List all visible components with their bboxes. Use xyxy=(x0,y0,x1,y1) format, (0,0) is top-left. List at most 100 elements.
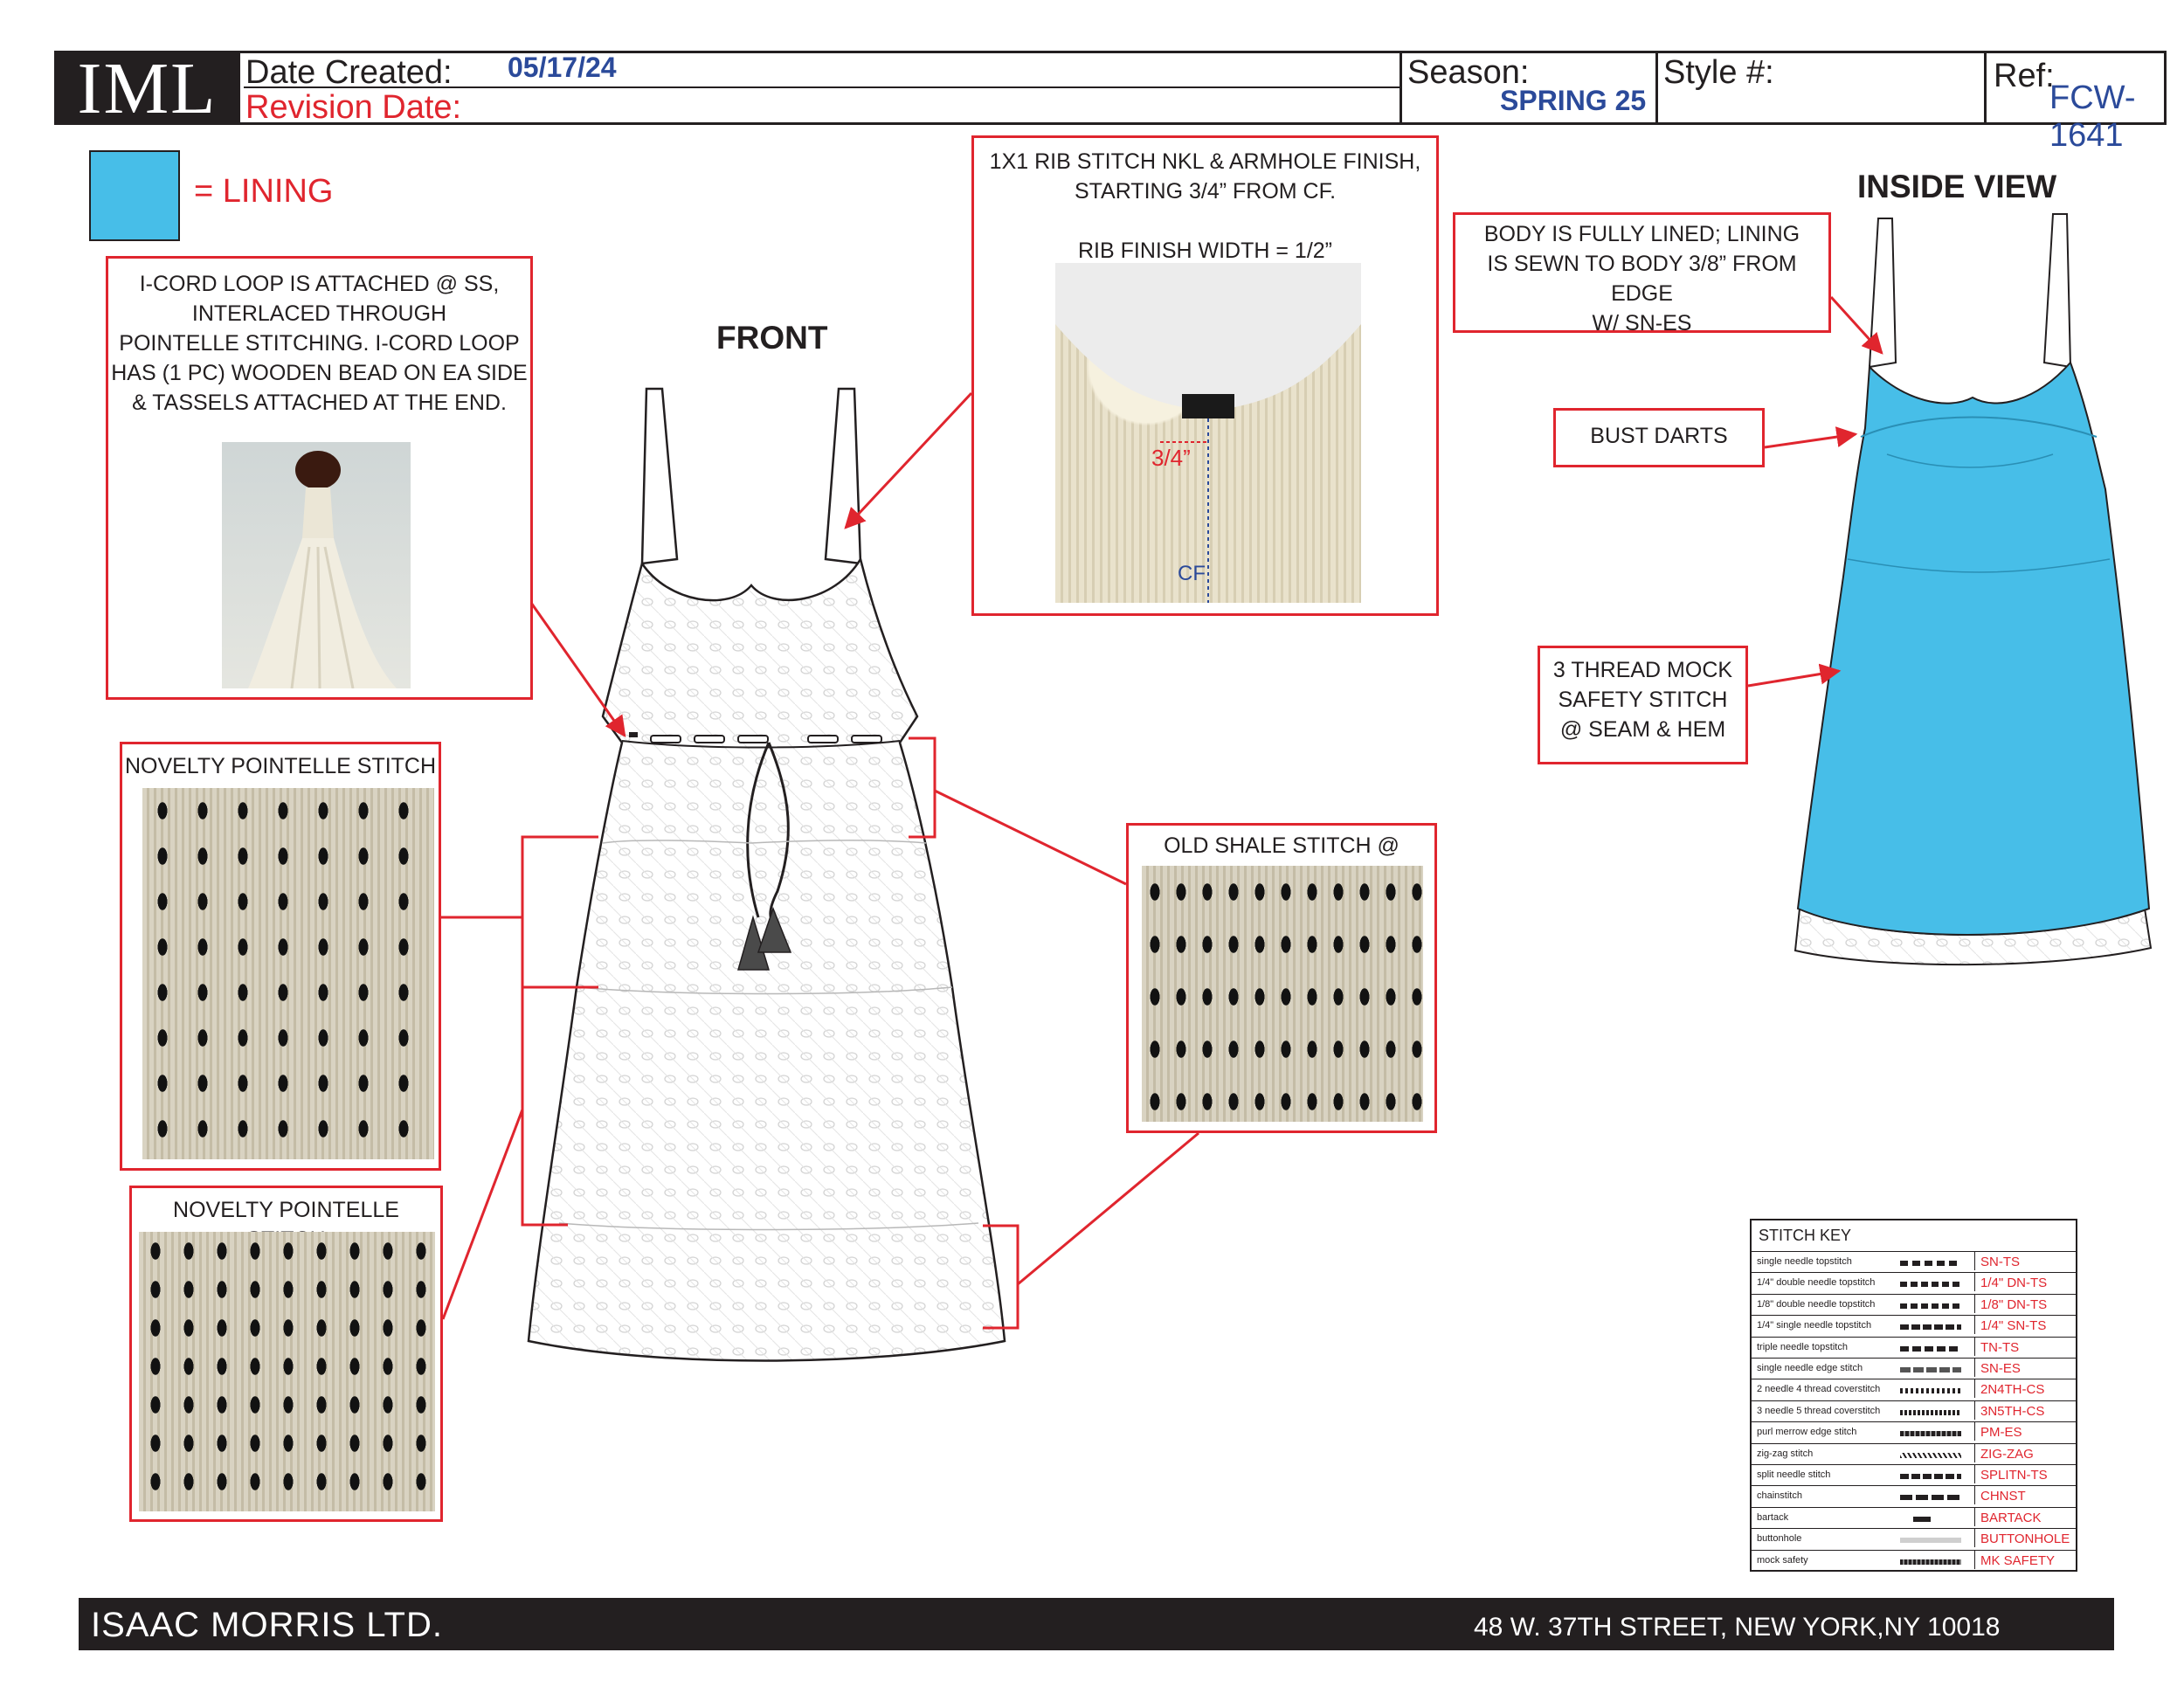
stitch-key-row: purl merrow edge stitch PM-ES xyxy=(1752,1421,2076,1443)
stitch-key-code: MK SAFETY xyxy=(1974,1550,2055,1569)
stitch-key-row: triple needle topstitch TN-TS xyxy=(1752,1336,2076,1359)
stitch-key-row: bartack BARTACK xyxy=(1752,1506,2076,1529)
stitch-key-code: CHNST xyxy=(1974,1486,2026,1505)
stitch-key-row: zig-zag stitch ZIG-ZAG xyxy=(1752,1442,2076,1465)
icord-callout: I-CORD LOOP IS ATTACHED @ SS, INTERLACED… xyxy=(106,256,533,700)
stitch-symbol-icon xyxy=(1900,1388,1961,1394)
stitch-key-code: 2N4TH-CS xyxy=(1974,1379,2044,1399)
stitch-key-row: single needle topstitch SN-TS xyxy=(1752,1251,2076,1273)
ref-cell: Ref: FCW-1641 xyxy=(1984,53,2164,154)
revision-date-label: Revision Date: xyxy=(245,89,462,126)
pointelle-1-text: NOVELTY POINTELLE STITCH xyxy=(124,754,437,778)
stitch-key-code: BUTTONHOLE xyxy=(1974,1529,2070,1548)
icord-text: I-CORD LOOP IS ATTACHED @ SS, INTERLACED… xyxy=(111,272,528,415)
stitch-key-code: TN-TS xyxy=(1974,1337,2019,1356)
stitch-key-code: 1/8" DN-TS xyxy=(1974,1294,2047,1313)
front-dress-sketch xyxy=(527,387,1006,1362)
stitch-key-row: 2 needle 4 thread coverstitch 2N4TH-CS xyxy=(1752,1379,2076,1400)
stitch-symbol-icon xyxy=(1900,1559,1961,1565)
stitch-key-table: STITCH KEY single needle topstitch SN-TS 1… xyxy=(1750,1219,2077,1572)
stitch-key-code: SPLITN-TS xyxy=(1974,1465,2048,1483)
stitch-symbol-icon xyxy=(1900,1431,1961,1437)
stitch-symbol-icon xyxy=(1913,1516,1931,1522)
stitch-symbol-icon xyxy=(1900,1409,1961,1415)
stitch-key-name: zig-zag stitch xyxy=(1757,1448,1814,1459)
stitch-key-code: SN-ES xyxy=(1974,1359,2021,1377)
stitch-key-name: 3 needle 5 thread coverstitch xyxy=(1757,1405,1881,1416)
stitch-key-name: purl merrow edge stitch xyxy=(1757,1427,1857,1438)
shale-photo xyxy=(1142,866,1423,1122)
date-created-label: Date Created: xyxy=(245,54,453,91)
stitch-key-row: 1/4" single needle topstitch 1/4" SN-TS xyxy=(1752,1315,2076,1337)
stitch-key-row: buttonhole BUTTONHOLE xyxy=(1752,1528,2076,1550)
stitch-key-code: 1/4" DN-TS xyxy=(1974,1273,2047,1292)
stitch-symbol-icon xyxy=(1900,1452,1961,1458)
season-value: SPRING 25 xyxy=(1500,85,1647,116)
stitch-key-row: 3 needle 5 thread coverstitch 3N5TH-CS xyxy=(1752,1400,2076,1422)
style-cell: Style #: xyxy=(1655,53,1984,122)
stitch-symbol-icon xyxy=(1900,1303,1961,1309)
iml-logo: IML xyxy=(57,52,238,126)
stitch-key-name: split needle stitch xyxy=(1757,1469,1831,1480)
stitch-key-row: chainstitch CHNST xyxy=(1752,1485,2076,1507)
lined-text: BODY IS FULLY LINED; LINING IS SEWN TO B… xyxy=(1483,222,1800,335)
stitch-key-row: mock safety MK SAFETY xyxy=(1752,1549,2076,1572)
stitch-key-name: mock safety xyxy=(1757,1554,1808,1566)
pointelle-2-photo xyxy=(139,1232,435,1511)
date-created-value: 05/17/24 xyxy=(508,52,617,83)
shale-callout: OLD SHALE STITCH @ WAIST xyxy=(1126,823,1437,1133)
stitch-key-name: 2 needle 4 thread coverstitch xyxy=(1757,1384,1881,1395)
stitch-key-row: 1/8" double needle topstitch 1/8" DN-TS xyxy=(1752,1293,2076,1316)
stitch-key-code: 3N5TH-CS xyxy=(1974,1400,2044,1420)
lining-swatch xyxy=(89,150,180,241)
stitch-key-name: 1/4" double needle topstitch xyxy=(1757,1277,1876,1289)
stitch-key-name: single needle topstitch xyxy=(1757,1256,1852,1267)
stitch-key-name: bartack xyxy=(1757,1511,1789,1523)
tassel-photo xyxy=(222,442,411,688)
stitch-key-code: ZIG-ZAG xyxy=(1974,1443,2034,1462)
stitch-key-code: PM-ES xyxy=(1974,1422,2022,1442)
footer-address: 48 W. 37TH STREET, NEW YORK,NY 10018 xyxy=(1474,1613,2001,1642)
inside-view-title: INSIDE VIEW xyxy=(1857,169,2057,204)
stitch-key-code: SN-TS xyxy=(1974,1252,2020,1270)
style-label: Style #: xyxy=(1663,54,1774,91)
bust-callout: BUST DARTS xyxy=(1553,408,1765,467)
header-bar: IML Date Created: 05/17/24 Revision Date… xyxy=(54,51,2167,154)
pointelle-1-photo xyxy=(142,788,434,1159)
stitch-key-name: buttonhole xyxy=(1757,1533,1802,1545)
rib-callout: 1X1 RIB STITCH NKL & ARMHOLE FINISH, STA… xyxy=(971,135,1439,616)
lined-callout: BODY IS FULLY LINED; LINING IS SEWN TO B… xyxy=(1453,212,1831,335)
stitch-key-name: 1/8" double needle topstitch xyxy=(1757,1298,1876,1310)
stitch-key-code: 1/4" SN-TS xyxy=(1974,1316,2046,1335)
front-view-title: FRONT xyxy=(716,320,828,356)
stitch-symbol-icon xyxy=(1900,1324,1961,1331)
mock-text: 3 THREAD MOCK SAFETY STITCH @ SEAM & HEM xyxy=(1552,658,1733,742)
stitch-symbol-icon xyxy=(1900,1474,1961,1479)
stitch-key-code: BARTACK xyxy=(1974,1507,2041,1526)
leader-lines xyxy=(441,295,1883,1330)
stitch-key-row: split needle stitch SPLITN-TS xyxy=(1752,1464,2076,1486)
stitch-symbol-icon xyxy=(1900,1495,1961,1501)
rib-photo: 3/4” CF xyxy=(1055,263,1361,603)
rib-cf-label: CF xyxy=(1178,562,1206,585)
ref-value: FCW-1641 xyxy=(2049,80,2136,154)
stitch-key-name: triple needle topstitch xyxy=(1757,1341,1848,1352)
stitch-symbol-icon xyxy=(1900,1367,1961,1372)
stitch-key-name: chainstitch xyxy=(1757,1490,1802,1502)
lining-label: = LINING xyxy=(194,173,334,210)
date-cell: Date Created: 05/17/24 Revision Date: xyxy=(238,52,1400,126)
stitch-symbol-icon xyxy=(1900,1345,1961,1352)
stitch-key-title: STITCH KEY xyxy=(1759,1227,1852,1244)
ref-label: Ref: xyxy=(1994,58,2055,94)
pointelle-callout-1: NOVELTY POINTELLE STITCH xyxy=(120,742,441,1171)
footer-company: ISAAC MORRIS LTD. xyxy=(91,1606,443,1644)
stitch-key-name: 1/4" single needle topstitch xyxy=(1757,1320,1872,1331)
rib-text: 1X1 RIB STITCH NKL & ARMHOLE FINISH, STA… xyxy=(989,149,1421,263)
pointelle-callout-2: NOVELTY POINTELLE STITCH xyxy=(129,1186,443,1522)
stitch-key-row: 1/4" double needle topstitch 1/4" DN-TS xyxy=(1752,1272,2076,1294)
footer-bar: ISAAC MORRIS LTD. 48 W. 37TH STREET, NEW… xyxy=(79,1598,2114,1650)
stitch-symbol-icon xyxy=(1900,1538,1961,1544)
mock-safety-callout: 3 THREAD MOCK SAFETY STITCH @ SEAM & HEM xyxy=(1538,646,1748,764)
